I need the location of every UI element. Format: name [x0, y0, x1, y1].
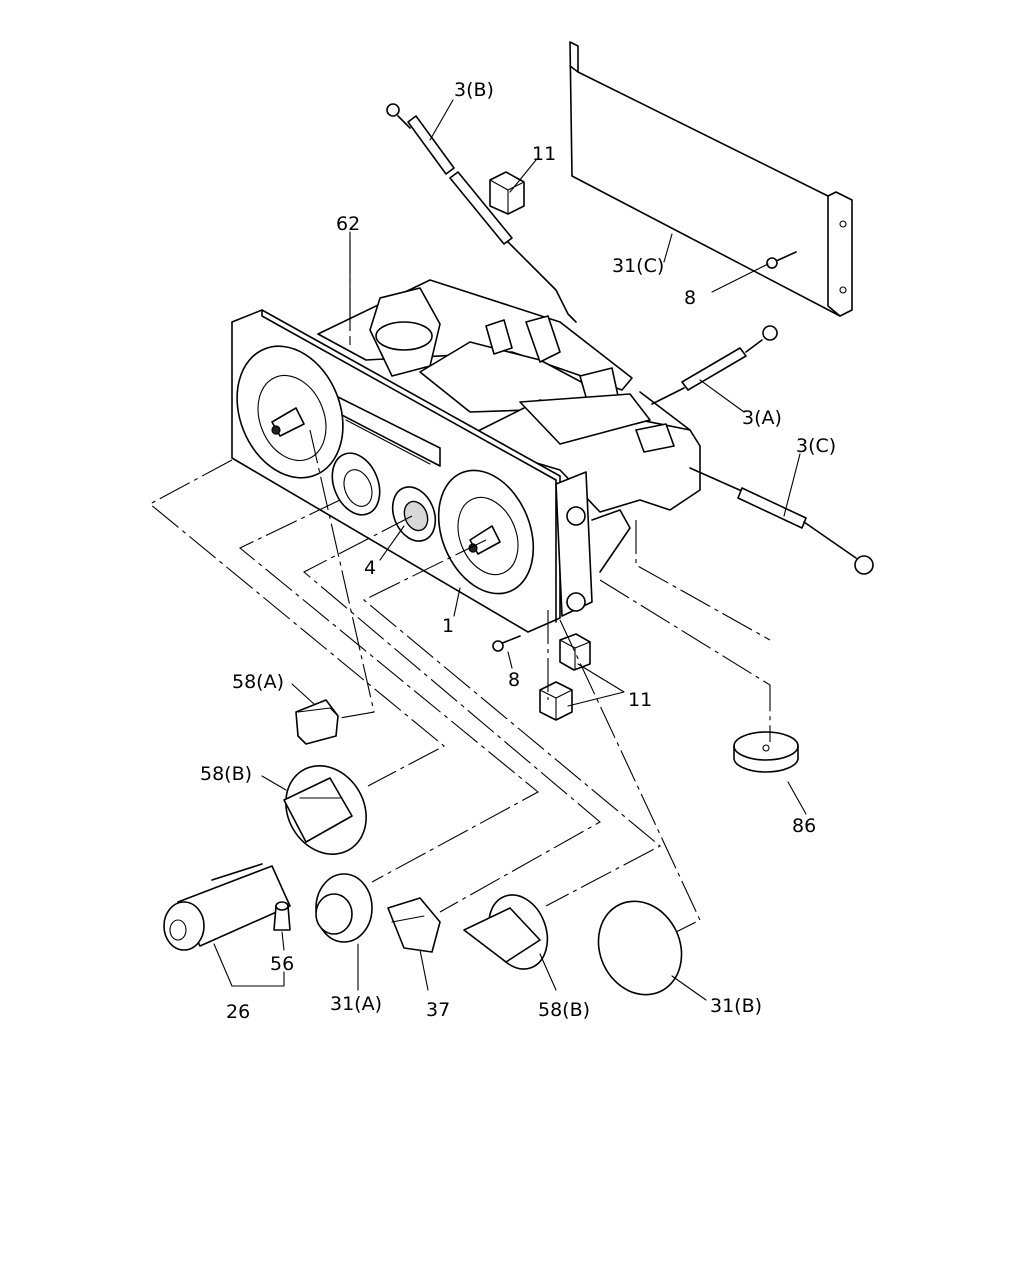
label-56: 56: [270, 953, 294, 975]
label-11-bottom: 11: [628, 689, 652, 711]
label-86: 86: [792, 815, 816, 837]
knob-37: [387, 897, 441, 953]
clip-11-top: [489, 171, 525, 215]
bulb-socket-26: [163, 863, 291, 951]
label-8-bottom: 8: [508, 669, 520, 691]
label-58b-lower: 58(B): [538, 999, 590, 1021]
knob-58b-lower: [463, 894, 549, 970]
knob-58a: [295, 699, 339, 745]
leader-lines: [213, 99, 807, 1001]
control-unit-1: [231, 279, 701, 633]
assembly-lines: [149, 240, 771, 933]
cable-3c: [689, 467, 874, 575]
cover-plate-31c: [569, 41, 853, 317]
screw-8-bottom: [492, 635, 521, 652]
label-37: 37: [426, 999, 450, 1021]
cable-3b: [386, 103, 577, 323]
label-26: 26: [226, 1001, 250, 1023]
callout-labels: 3(B) 11 62 31(C) 8 3(A) 3(C) 4 1 8 11 58…: [200, 79, 836, 1023]
dial-86: [733, 731, 799, 773]
cap-31b: [597, 900, 683, 996]
label-3b: 3(B): [454, 79, 494, 101]
label-1: 1: [442, 615, 454, 637]
label-31a: 31(A): [330, 993, 382, 1015]
cable-3a: [651, 325, 778, 405]
bulb-56: [273, 901, 291, 931]
screw-8-top: [766, 251, 797, 269]
knob-58b-upper: [283, 765, 367, 855]
label-31b: 31(B): [710, 995, 762, 1017]
label-31c: 31(C): [612, 255, 664, 277]
label-58b-upper: 58(B): [200, 763, 252, 785]
label-11-top: 11: [532, 143, 556, 165]
label-3c: 3(C): [796, 435, 836, 457]
label-4: 4: [364, 557, 376, 579]
label-62: 62: [336, 213, 360, 235]
label-3a: 3(A): [742, 407, 782, 429]
knob-31a: [315, 873, 373, 943]
label-8-top: 8: [684, 287, 696, 309]
label-58a: 58(A): [232, 671, 284, 693]
